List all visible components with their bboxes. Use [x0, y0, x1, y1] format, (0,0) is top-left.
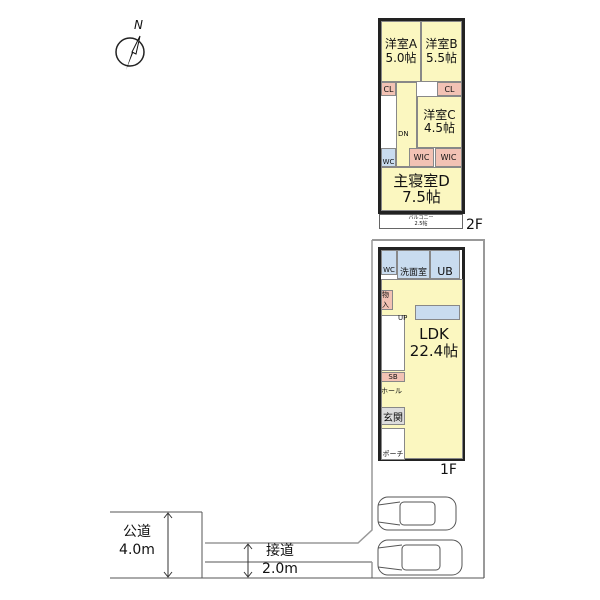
ldk-label: LDK [419, 325, 449, 343]
walk-in-closet: WIC [409, 148, 434, 167]
room-size: 7.5帖 [402, 188, 441, 206]
wc-2f: WC [381, 148, 396, 167]
floor1-label: 1F [440, 462, 457, 478]
car-icon [377, 496, 457, 531]
entrance: 玄関 [381, 407, 405, 425]
room-size: 5.0帖 [385, 50, 417, 65]
walk-in-closet: WIC [435, 148, 462, 167]
compass-label: N [134, 18, 143, 32]
hall-label: ホール [381, 387, 402, 395]
balcony-label: バルコニー [408, 215, 434, 221]
washroom: 洗面室 [397, 250, 430, 279]
room-name: 主寝室D [393, 171, 450, 190]
unit-bath: UB [430, 250, 460, 279]
public-road-width: 4.0m [119, 541, 155, 558]
car-icon [377, 539, 463, 576]
porch: ポーチ [381, 428, 405, 460]
stairs [381, 315, 405, 371]
room-name: 洋室A [384, 37, 418, 52]
kitchen-counter [415, 305, 460, 320]
room-name: 洋室C [423, 107, 456, 122]
room-name: 洋室B [425, 37, 458, 52]
room-size: 4.5帖 [423, 121, 456, 135]
up-label: UP [398, 314, 408, 322]
hallway-2f [396, 82, 417, 167]
room-size: 5.5帖 [425, 50, 458, 65]
compass-icon [115, 35, 145, 70]
shoe-box: SB [381, 372, 405, 382]
storage: 物入 [381, 290, 393, 310]
closet: CL [437, 82, 462, 96]
wc-1f: WC [381, 250, 397, 275]
access-road-width: 2.0m [262, 560, 298, 577]
balcony-size: 2.5帖 [414, 221, 428, 227]
floor2-label: 2F [466, 217, 483, 233]
closet: CL [381, 82, 396, 96]
down-label: DN [398, 130, 409, 138]
access-road-label: 接道 [266, 543, 294, 559]
public-road-label: 公道 [123, 524, 151, 540]
ldk-size: 22.4帖 [409, 342, 459, 361]
